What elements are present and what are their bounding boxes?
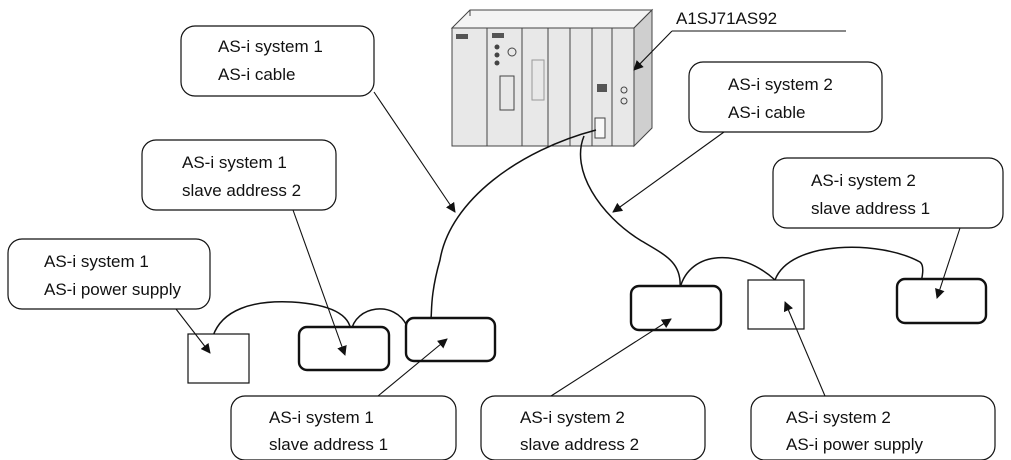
leader-sys2-slave-2-arrow bbox=[550, 318, 672, 397]
plc-model-label: A1SJ71AS92 bbox=[676, 9, 777, 28]
sys2-power-supply-unit bbox=[747, 279, 805, 330]
model-leader-arrow bbox=[633, 30, 673, 71]
sys2-slave-1-unit bbox=[895, 277, 988, 325]
callout-sys2-slave-1-line1: AS-i system 2 bbox=[811, 171, 916, 190]
callout-sys2-cable-line2: AS-i cable bbox=[728, 103, 805, 122]
sys2-slave-2-unit bbox=[629, 284, 723, 332]
sys2-link-cable-2 bbox=[774, 246, 924, 283]
sys1-slave-link-cable bbox=[350, 308, 408, 333]
callout-sys1-slave-1: AS-i system 1 slave address 1 bbox=[230, 395, 457, 460]
sys1-slave-1-unit bbox=[404, 316, 497, 363]
sys2-link-cable-1 bbox=[679, 257, 776, 289]
callout-sys1-cable-line2: AS-i cable bbox=[218, 65, 295, 84]
callout-sys1-power-line1: AS-i system 1 bbox=[44, 252, 149, 271]
sys1-slave-2-unit bbox=[297, 325, 391, 372]
sys1-main-cable bbox=[430, 129, 597, 319]
callout-sys1-slave-2: AS-i system 1 slave address 2 bbox=[141, 139, 337, 211]
leader-sys2-cable-arrow bbox=[612, 131, 725, 213]
callout-sys2-cable: AS-i system 2 AS-i cable bbox=[688, 61, 883, 133]
leader-sys2-slave-1-arrow bbox=[935, 227, 961, 299]
leader-sys1-slave-2-arrow bbox=[292, 209, 347, 356]
plc-rack-icon bbox=[450, 8, 654, 148]
callout-sys2-power-line1: AS-i system 2 bbox=[786, 408, 891, 427]
callout-sys1-slave-1-line2: slave address 1 bbox=[269, 435, 388, 454]
callout-sys2-cable-line1: AS-i system 2 bbox=[728, 75, 833, 94]
callout-sys2-slave-2: AS-i system 2 slave address 2 bbox=[480, 395, 706, 460]
callout-sys2-slave-2-line1: AS-i system 2 bbox=[520, 408, 625, 427]
callout-sys2-slave-2-line2: slave address 2 bbox=[520, 435, 639, 454]
callout-sys1-slave-2-line2: slave address 2 bbox=[182, 181, 301, 200]
callout-sys2-slave-1-line2: slave address 1 bbox=[811, 199, 930, 218]
sys1-power-supply-unit bbox=[187, 333, 250, 384]
callout-sys2-power-supply: AS-i system 2 AS-i power supply bbox=[750, 395, 996, 460]
callout-sys1-cable-line1: AS-i system 1 bbox=[218, 37, 323, 56]
callout-sys1-slave-1-line1: AS-i system 1 bbox=[269, 408, 374, 427]
leader-sys1-slave-1-arrow bbox=[377, 338, 448, 397]
callout-sys2-power-line2: AS-i power supply bbox=[786, 435, 924, 454]
leader-sys1-cable-arrow bbox=[373, 91, 456, 213]
callout-sys1-cable: AS-i system 1 AS-i cable bbox=[180, 25, 375, 97]
callout-sys1-slave-2-line1: AS-i system 1 bbox=[182, 153, 287, 172]
callout-sys1-power-line2: AS-i power supply bbox=[44, 280, 182, 299]
callout-sys2-slave-1: AS-i system 2 slave address 1 bbox=[772, 157, 1004, 229]
leader-sys2-power-arrow bbox=[783, 301, 826, 397]
leader-sys1-power-arrow bbox=[175, 308, 211, 354]
sys1-power-cable bbox=[212, 301, 352, 337]
sys2-main-cable bbox=[579, 135, 681, 289]
callout-sys1-power-supply: AS-i system 1 AS-i power supply bbox=[7, 238, 211, 310]
